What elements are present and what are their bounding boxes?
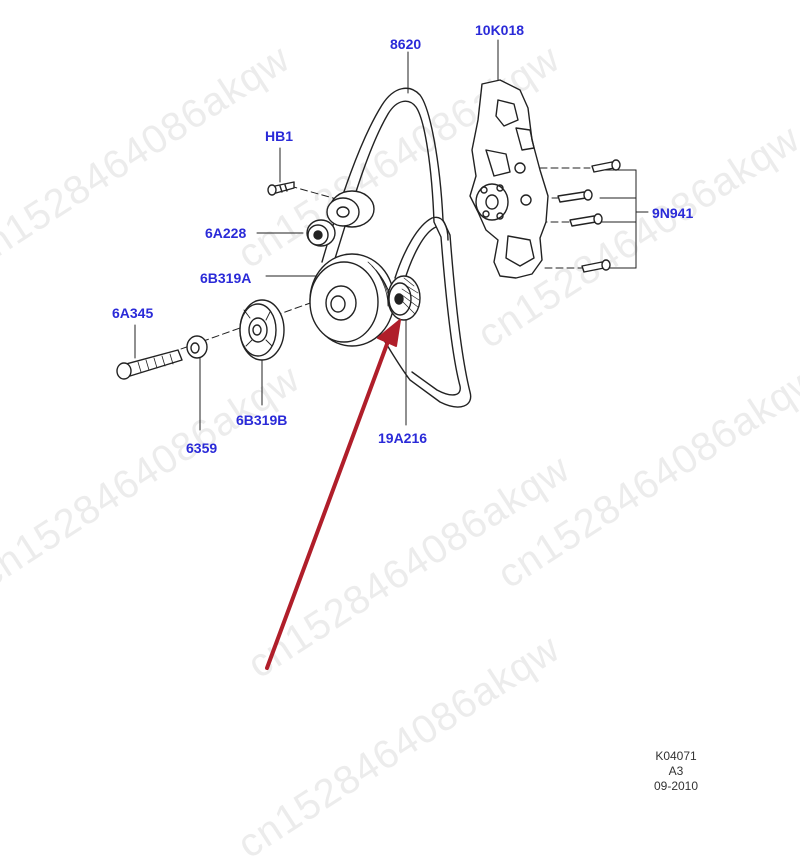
bolt-hb1 [267, 181, 295, 196]
label-bolt-hb1: HB1 [265, 128, 294, 144]
parts-diagram: cn1528464086akqw cn1528464086akqw cn1528… [0, 22, 800, 867]
label-hub: 6B319B [236, 412, 288, 428]
washer [186, 335, 208, 359]
bracket-bolts [557, 159, 621, 273]
exploded-view-drawing [116, 39, 649, 670]
reference-sheet: A3 [668, 764, 684, 778]
reference-code: K04071 [655, 749, 697, 763]
label-belt: 8620 [390, 36, 422, 52]
idler-pulley [306, 190, 375, 247]
crank-bolt [116, 349, 183, 380]
mounting-bracket [469, 79, 549, 279]
label-tensioner: 19A216 [378, 430, 428, 446]
label-crank-bolt: 6A345 [112, 305, 154, 321]
label-damper: 6B319A [200, 270, 252, 286]
damper-pulley [309, 253, 395, 347]
leader-lines [134, 39, 649, 431]
reference-date: 09-2010 [653, 779, 699, 793]
callout-arrow [265, 319, 401, 670]
label-washer: 6359 [186, 440, 218, 456]
crank-hub [239, 299, 285, 361]
tensioner-pulley [387, 275, 421, 321]
drive-belt [321, 87, 472, 408]
label-bracket-bolts: 9N941 [652, 205, 694, 221]
label-bracket: 10K018 [475, 22, 525, 38]
label-idler: 6A228 [205, 225, 247, 241]
